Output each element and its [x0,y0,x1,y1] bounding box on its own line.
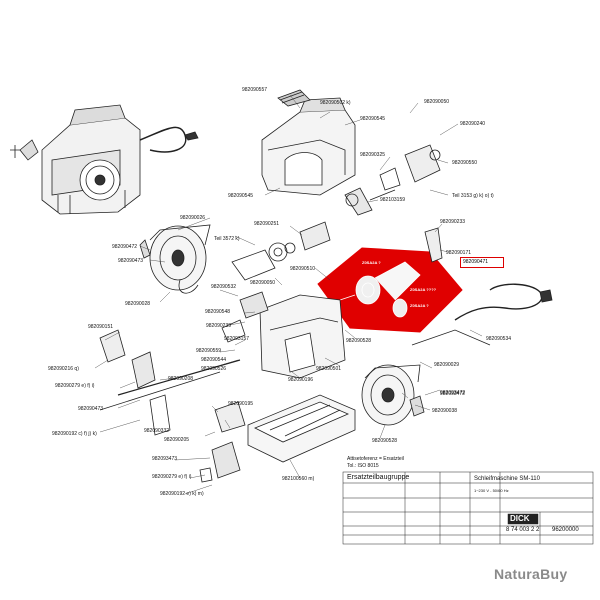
part-label: 982090510 [290,266,316,272]
legend-tolerance-note: Tol.: ISO 8015 [347,463,379,469]
highlight-label: Z0SA2A [334,253,350,258]
article-number: 8 74 003 2 2 [506,527,540,533]
left-grinding-wheel [139,224,211,294]
part-label: 982090473 [118,258,144,264]
part-label: 982090528 [372,438,398,444]
guide-rod-assembly [99,329,246,483]
part-label: 982090050 [424,99,450,105]
electrical-spec: 1~230 V - 50/60 Hz [474,488,509,493]
part-label: 982090545 [360,116,386,122]
right-grinding-wheel [361,364,425,426]
part-label: 982093157 [224,336,250,342]
part-label: 982090240 [460,121,486,127]
part-label: 982090171 [446,250,472,256]
title-block [342,471,594,545]
part-label: 982090279 e) f) i) [55,383,95,389]
part-label: 982090279 e) f) i) [152,474,192,480]
part-label: 982090544 [201,357,227,363]
brand-logo: DICK [510,514,530,523]
spindle-parts-group [231,144,441,281]
part-label: 982090192 c) f) j) k) [52,431,97,437]
part-label: 982090550 [452,160,478,166]
part-label: 982090151 [88,324,114,330]
part-label: Teil 3572 k) [214,236,240,242]
part-label: 982090251 [254,221,280,227]
part-label: 982090192 e) k) m) [160,491,204,497]
part-label: 982100560 m) [282,476,315,482]
part-label: 982090548 [205,309,231,315]
leader-lines [94,94,483,495]
drawing-number: 96200000 [552,527,579,533]
part-label: 982090545 [228,193,254,199]
part-label: 982090196 [288,377,314,383]
part-label: 982103159 [380,197,406,203]
part-label: 982090526 [201,366,227,372]
part-label: 982090026 [180,215,206,221]
base-housing [221,291,346,379]
part-label: 982090195 [228,401,254,407]
part-label: 982090532 [211,284,237,290]
highlighted-part-number: 982090471 [463,259,489,265]
part-label: 982090534 [486,336,512,342]
part-label: 982090501 [316,366,342,372]
motor-highlight-area [317,247,463,333]
part-label: 982090473 [78,406,104,412]
part-label: 982090233 [440,219,466,225]
part-label: 982093472 [440,391,466,397]
part-label: 982090472 [112,244,138,250]
part-label: 982093473 [152,456,178,462]
title-block-heading: Ersatzteilbaugruppe [347,474,410,481]
highlighted-part-callout: 982090471 [460,257,504,268]
part-label: 982090050 [250,280,276,286]
part-label: 982090205 [164,437,190,443]
highlight-label: Z0SA2A ? [410,303,429,308]
highlight-label: Z0SA2A ? [362,260,381,265]
naturabuy-watermark: NaturaBuy [494,566,568,582]
highlight-label: Z0SA2A ???? [410,287,437,292]
part-label: 982090029 [434,362,460,368]
part-label: 982090559 [196,348,222,354]
product-name: Schleifmaschine SM-110 [474,476,540,482]
part-label: Teil 3153 g) k) o) t) [452,193,494,199]
part-label: 982090208 [168,376,194,382]
part-label: 982090028 [125,301,151,307]
top-cover-housing [261,89,356,196]
part-label: 982090557 [242,87,268,93]
part-label: 982090332 [144,428,170,434]
part-label: 982090325 [360,152,386,158]
legend-replacement-note: Attisetoferenz = Ersatzteil [347,456,404,462]
power-cable-assembly [411,227,553,346]
part-label: 982090528 [346,338,372,344]
part-label: 982090038 [432,408,458,414]
part-label: 982090216 q) [48,366,79,372]
part-label: 982090239 [206,323,232,329]
drawer-tray [247,394,356,463]
part-label: 982093472 [440,390,466,396]
assembled-machine-illustration [10,104,199,215]
part-label: 982090502 k) [320,100,351,106]
